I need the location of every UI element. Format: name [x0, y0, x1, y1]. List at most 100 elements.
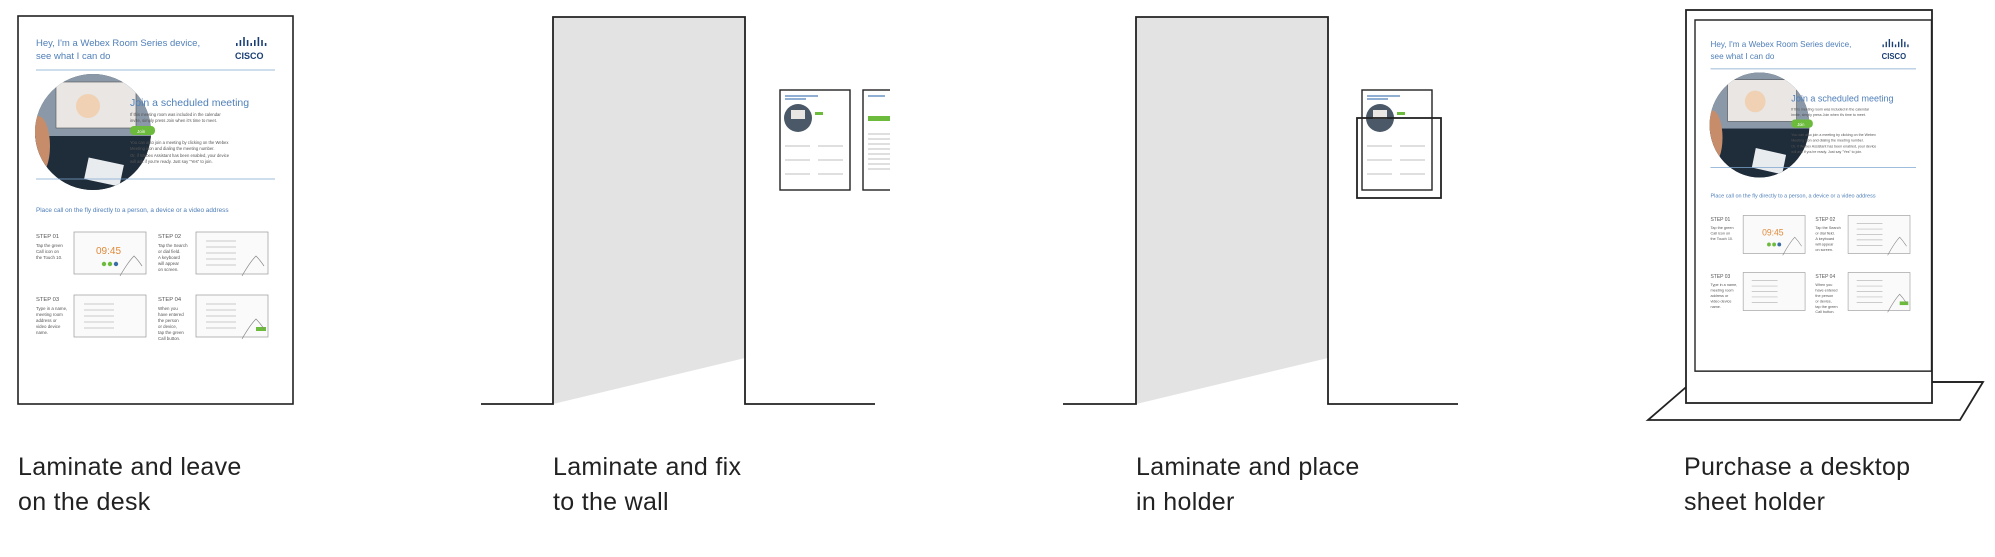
holder-door	[1136, 17, 1328, 404]
desk-sheet-illustration: Hey, I'm a Webex Room Series device, see …	[17, 15, 294, 405]
step-call-dot	[1767, 242, 1771, 247]
join-text: invite, simply press Join when it's time…	[1791, 113, 1866, 117]
step-text: Tap the green	[36, 243, 63, 248]
mini-photo-screen	[1373, 110, 1387, 119]
step-text: name.	[36, 330, 48, 335]
cisco-logo-bar	[1907, 44, 1909, 48]
join-text: If this meeting room was included in the…	[130, 112, 221, 117]
step-clock: 09:45	[1762, 227, 1784, 237]
step-text: name.	[1710, 304, 1721, 309]
step-label: STEP 04	[158, 297, 182, 303]
wall-sheet-front	[779, 89, 851, 191]
join-text: If this meeting room was included in the…	[1791, 107, 1870, 111]
step-screen	[73, 231, 147, 275]
step-label: STEP 01	[36, 234, 59, 240]
join-text: Meeting icon and dialing the meeting num…	[130, 146, 215, 151]
step-text: on screen.	[158, 267, 179, 272]
step-call-button	[256, 327, 266, 331]
step-text: the person	[1815, 293, 1833, 298]
caption-holder: Laminate and place in holder	[1136, 453, 1360, 516]
step-text: video device	[1710, 298, 1731, 303]
cisco-logo-bar	[246, 40, 249, 46]
step-text: Call button.	[1815, 309, 1834, 314]
step-text: the Touch 10.	[1710, 236, 1733, 241]
mini-sheet-border	[862, 89, 890, 191]
join-text: Meeting icon and dialing the meeting num…	[1791, 138, 1864, 142]
panel-desktop-holder: Hey, I'm a Webex Room Series device,see …	[1640, 0, 1995, 557]
step-text: Call icon on	[36, 249, 59, 254]
mini-button	[1397, 112, 1405, 115]
step-text: When you	[158, 306, 178, 311]
step-text: or dial field.	[158, 249, 180, 254]
mini-photo-screen	[791, 110, 805, 119]
step-text: Call icon on	[1710, 230, 1730, 235]
join-heading: Join a scheduled meeting	[1791, 93, 1893, 103]
caption-desktop-holder: Purchase a desktop sheet holder	[1684, 453, 1911, 516]
join-button-graphic	[130, 126, 155, 135]
step-text: video device	[36, 324, 61, 329]
cisco-logo-bar	[254, 40, 256, 46]
join-text: invite, simply press Join when it's time…	[130, 118, 217, 123]
desktop-holder-illustration: Hey, I'm a Webex Room Series device,see …	[1645, 9, 1985, 421]
step-call-dot	[1777, 242, 1782, 247]
join-button-label: Join	[137, 129, 146, 134]
panel-desk: Hey, I'm a Webex Room Series device, see …	[0, 0, 300, 557]
holder-sheet-large: Hey, I'm a Webex Room Series device,see …	[1694, 19, 1933, 372]
wall-outline	[481, 16, 875, 405]
wall-holder-frame	[1356, 117, 1442, 199]
join-text: will ask if you're ready. Just say "Yes"…	[130, 159, 213, 164]
sheet-title-line2: see what I can do	[36, 51, 110, 62]
cisco-logo-bar	[257, 37, 260, 46]
holder-illustration	[1063, 16, 1458, 405]
step-text: meeting room	[1710, 287, 1733, 292]
step-text: Type in a name,	[1710, 282, 1737, 287]
sheet-title-line1: Hey, I'm a Webex Room Series device,	[36, 38, 200, 49]
cisco-logo-bar	[264, 43, 267, 46]
cisco-wordmark: CISCO	[1882, 52, 1906, 61]
step-text: on screen.	[1815, 247, 1833, 252]
mini-button	[815, 112, 823, 115]
join-text: will ask if you're ready. Just say "Yes"…	[1791, 150, 1862, 154]
step-text: the Touch 10.	[36, 255, 62, 260]
mini-button	[868, 116, 890, 121]
step-text: tap the green	[158, 330, 184, 335]
step-clock: 09:45	[96, 246, 121, 257]
step-label: STEP 04	[1815, 274, 1835, 280]
step-call-button	[1899, 301, 1909, 306]
panel-wall: Laminate and fix to the wall	[470, 0, 890, 557]
step-text: or device,	[1815, 298, 1831, 303]
step-text: When you	[1815, 282, 1832, 287]
step-call-dot	[107, 261, 113, 267]
cisco-logo-bar	[1894, 44, 1897, 48]
cisco-logo-bar	[243, 37, 245, 46]
sheet-title-line1: Hey, I'm a Webex Room Series device,	[1710, 39, 1851, 49]
step-text: address or	[1710, 293, 1729, 298]
hand-sketch	[241, 255, 265, 277]
cisco-wordmark: CISCO	[235, 51, 264, 61]
step-text: the person	[158, 318, 179, 323]
cisco-logo-bar	[1901, 39, 1903, 48]
step-label: STEP 03	[36, 297, 59, 303]
step-screen	[1742, 215, 1806, 254]
holder-outline	[1063, 16, 1458, 405]
step-text: address or	[36, 318, 57, 323]
step-text: Type in a name,	[36, 306, 67, 311]
sheet-border	[1694, 19, 1933, 372]
cisco-logo-bar	[239, 40, 242, 46]
place-call-heading: Place call on the fly directly to a pers…	[1710, 193, 1875, 199]
meeting-room-photo	[35, 74, 151, 190]
join-button-graphic	[1791, 119, 1813, 128]
step-text: Tap the Search	[158, 243, 188, 248]
caption-desk: Laminate and leave on the desk	[18, 453, 242, 516]
caption-wall: Laminate and fix to the wall	[553, 453, 742, 516]
hand-sketch	[1887, 236, 1907, 256]
step-label: STEP 02	[158, 234, 181, 240]
step-text: will appear	[1815, 241, 1834, 246]
hand-sketch	[119, 255, 143, 277]
join-text: You can also join a meeting by clicking …	[130, 140, 229, 145]
step-text: or dial field.	[1815, 230, 1834, 235]
panel-holder: Laminate and place in holder	[1052, 0, 1472, 557]
wall-sheet-back	[862, 89, 890, 191]
place-call-heading: Place call on the fly directly to a pers…	[36, 207, 229, 214]
join-text: Or, if Webex Assistant has been enabled,…	[130, 153, 230, 158]
